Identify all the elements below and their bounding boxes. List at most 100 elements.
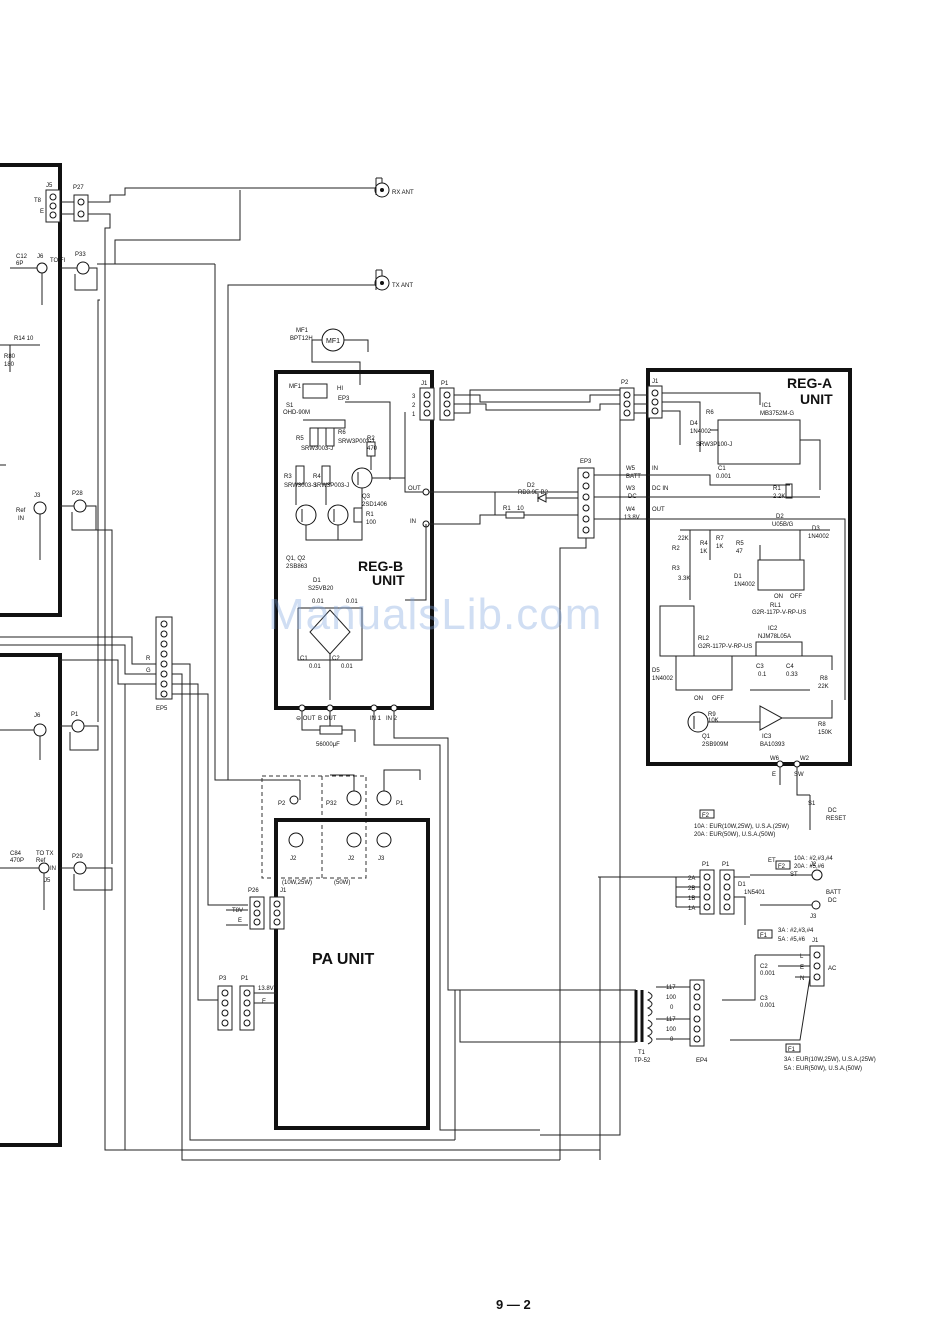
regb-q2-transistor (327, 504, 349, 526)
regb-j1-pin3: 3 (412, 394, 416, 400)
ps-transformer-t1 (634, 990, 653, 1045)
ps-ac-j1-label: J1 (812, 938, 819, 944)
ps-f1-box (785, 1043, 801, 1053)
ps-reset-label: RESET (826, 816, 846, 822)
ps-t1-label: T1 (638, 1050, 646, 1056)
rega-c1-value: 0.001 (716, 474, 732, 480)
rx-ant-label: RX ANT (392, 190, 414, 196)
regb-d1-label: D1 (313, 578, 321, 584)
rega-q1-transistor (687, 711, 709, 733)
rega-r4-value: 1K (700, 549, 707, 555)
rega-ic2-value: NJM78L05A (758, 634, 791, 640)
ps-pin-1b: 1B (688, 896, 695, 902)
rega-q1-label: Q1 (702, 734, 711, 740)
regb-r5-label: R5 (296, 436, 304, 442)
ps-t1-value: TP-52 (634, 1058, 651, 1064)
rega-out-label: OUT (652, 507, 665, 513)
regb-r3-label: R3 (284, 474, 292, 480)
regb-s1-switch (302, 383, 328, 399)
ps-f2-side-a: 10A : #2,#3,#4 (794, 856, 833, 862)
mid-r1-value: 10 (517, 506, 524, 512)
rx-antenna: RX ANT (370, 177, 414, 198)
j3-label: J3 (34, 493, 41, 499)
ps-p1-b-label: P1 (722, 862, 730, 868)
ep5-g-label: G (146, 668, 151, 674)
rega-c1-label: C1 (718, 466, 726, 472)
ps-tap-117a: 117 (666, 985, 676, 991)
ps-ep4-connector (689, 979, 705, 1047)
rega-d3-value: 1N4002 (808, 534, 830, 540)
rega-d3-label: D3 (812, 526, 820, 532)
regb-capacitor (319, 725, 343, 735)
regb-q1-transistor (295, 504, 317, 526)
ps-j3-label: J3 (810, 914, 817, 920)
regb-r1 (353, 507, 363, 523)
ps-batt-label: BATT (826, 890, 841, 896)
pa-p3-connector (217, 985, 233, 1031)
pa-e2-label: E (262, 999, 266, 1005)
ps-f1-side-box (757, 929, 773, 939)
rega-ic3-label: IC3 (762, 734, 772, 740)
regb-q3-transistor (351, 467, 373, 489)
ps-f2-side-box (775, 860, 791, 870)
regb-in-label: IN (410, 519, 416, 525)
ep5-r-label: R (146, 656, 151, 662)
rega-ic1-label: IC1 (762, 403, 772, 409)
rega-rl1-on: ON (774, 594, 783, 600)
p28-label: P28 (72, 491, 83, 497)
rega-w6-label: W6 (770, 756, 780, 762)
ps-c3-label: C3 (760, 996, 768, 1002)
rega-r9-label: R9 (708, 712, 716, 718)
ps-et-label: ET (768, 858, 776, 864)
rega-r5-label: R5 (736, 541, 744, 547)
regb-r3-value: SRW3003-J (284, 483, 316, 489)
ps-p1-a-label: P1 (702, 862, 710, 868)
ps-pin-2b: 2B (688, 886, 695, 892)
rega-subtitle: UNIT (800, 391, 833, 407)
regb-r4-label: R4 (313, 474, 321, 480)
ps-f1-text-b: 5A : EUR(50W), U.S.A.(50W) (784, 1066, 862, 1072)
p28-jack (73, 499, 87, 513)
regb-r4 (321, 465, 331, 485)
ps-f1-text-a: 3A : EUR(10W,25W), U.S.A.(25W) (784, 1057, 876, 1063)
p33-label: P33 (75, 252, 86, 258)
label-ref: Ref (16, 508, 26, 514)
rega-ic1-value: MB3752M-G (760, 411, 794, 417)
pa-j3-label: J3 (378, 856, 385, 862)
rega-r7-label: R7 (716, 536, 724, 542)
regb-r6-value: SRW3P003-J (338, 439, 374, 445)
pa-p32-jack (346, 790, 362, 806)
p29-label: P29 (72, 854, 83, 860)
regb-r5 (309, 427, 319, 447)
pa-p2-label: P2 (278, 801, 286, 807)
regb-c2-label: C2 (332, 656, 340, 662)
rega-r8-value: 22K (818, 684, 829, 690)
rega-rl1-value: G2R-117P-V-RP-US (752, 610, 806, 616)
rega-title: REG-A (787, 375, 832, 391)
rega-unit-box (646, 368, 852, 766)
ps-f1-side-b: 5A : #5,#6 (778, 937, 806, 943)
mid-r1-label: R1 (503, 506, 511, 512)
regb-subtitle: UNIT (372, 572, 405, 588)
regb-r6-label: R6 (338, 430, 346, 436)
ep5-connector (155, 616, 173, 700)
regb-pin-in2: IN 2 (386, 716, 398, 722)
rega-r3-label: R3 (672, 566, 680, 572)
label-in-lower: IN (50, 866, 56, 872)
ps-tap-0a: 0 (670, 1005, 674, 1011)
ps-c2-value: 0.001 (760, 971, 776, 977)
ps-e-label: E (800, 965, 804, 971)
pa-j3-jack (376, 832, 392, 848)
regb-r2-value: 470 (367, 446, 378, 452)
rega-q1-value: 2SB909M (702, 742, 728, 748)
rega-e-label: E (772, 772, 776, 778)
pa-j2a-jack (288, 832, 304, 848)
rega-r1-resistor (785, 483, 793, 499)
pa-138v-label: 13.8V (258, 986, 274, 992)
rega-ic3-opamp (759, 705, 784, 731)
rega-c4-value: 0.33 (786, 672, 798, 678)
rega-rl2-off: OFF (712, 696, 724, 702)
rega-rl1-off: OFF (790, 594, 802, 600)
regb-pin-out: ⊖ OUT (296, 716, 316, 722)
p1-left-jack (71, 719, 85, 733)
